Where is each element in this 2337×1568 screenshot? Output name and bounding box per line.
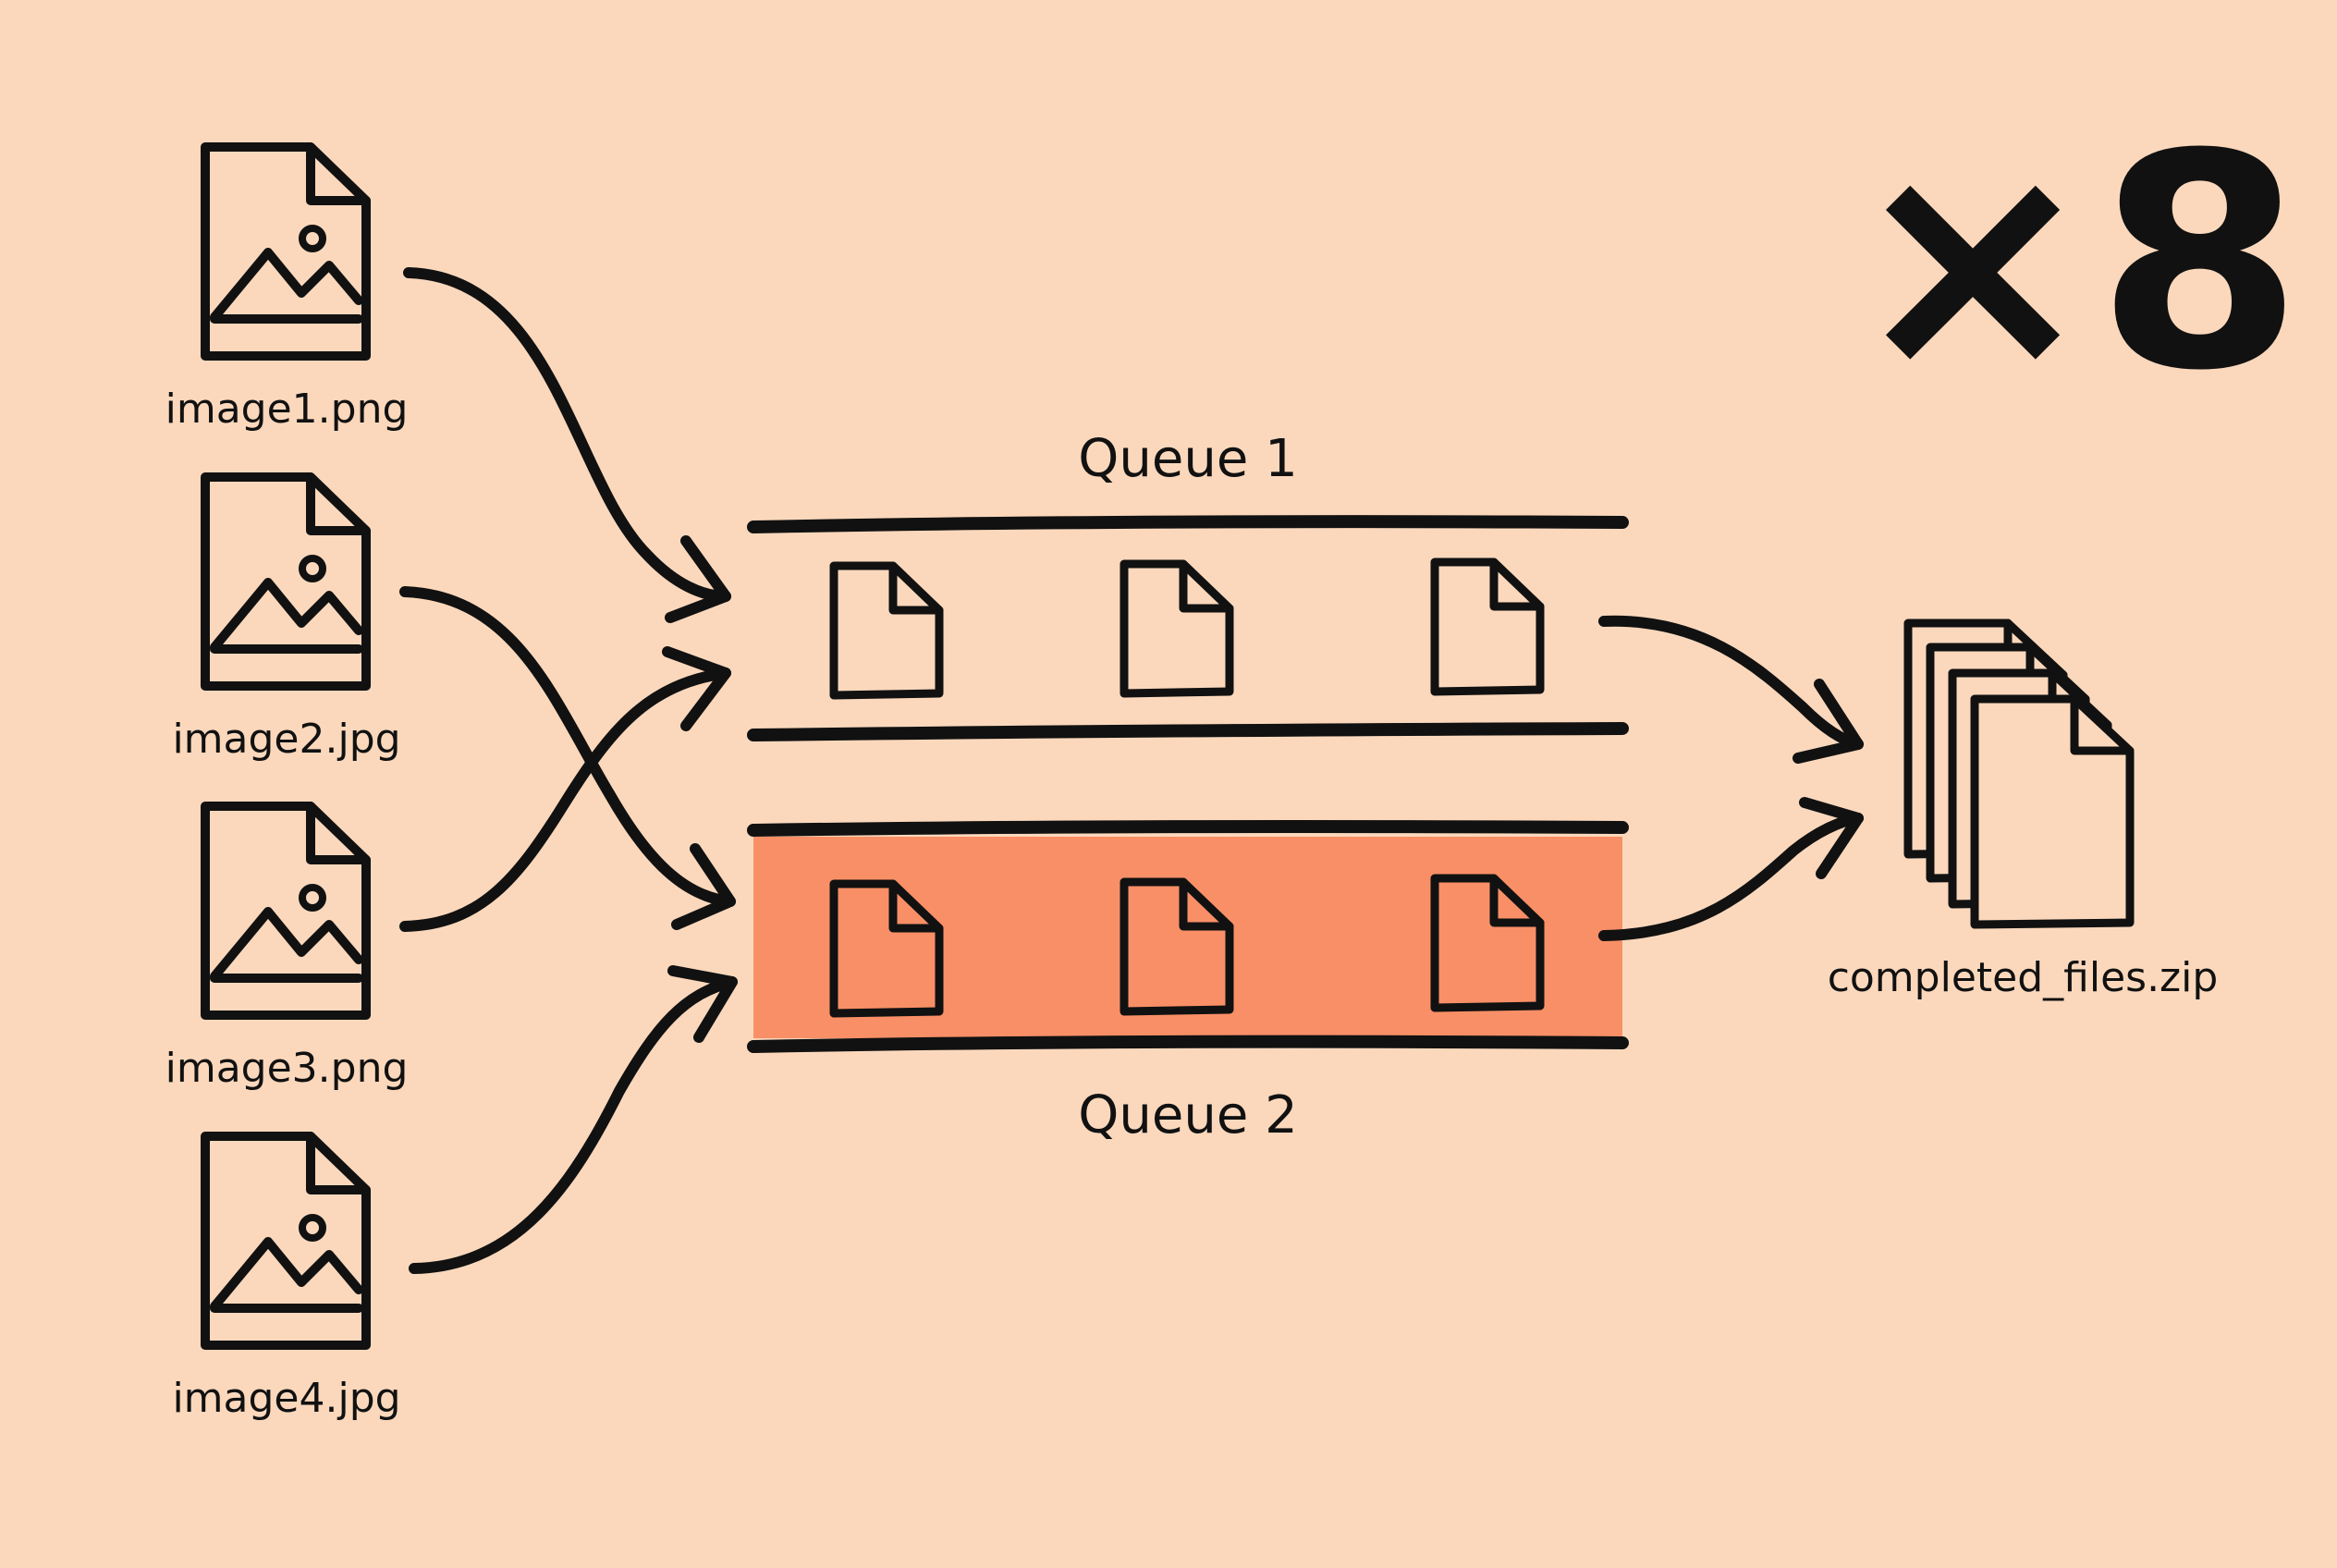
output-arrows [1598, 615, 1864, 941]
queue-1-bottom-rail [747, 722, 1629, 741]
input-file-3: image3.png [165, 802, 409, 1092]
queue-1-item-1 [829, 561, 944, 700]
arrow-image2-to-queue2 [399, 586, 736, 930]
queue-1-label: Queue 1 [1078, 429, 1297, 489]
output-files [1903, 619, 2135, 929]
queue-1: Queue 1 [747, 429, 1629, 741]
queue-2: Queue 2 [747, 820, 1629, 1145]
file-icon [1430, 557, 1545, 696]
image-file-icon [201, 802, 371, 1020]
arrow-queue2-to-output [1598, 797, 1864, 941]
image-file-icon [201, 472, 371, 691]
queue-2-top-rail [747, 820, 1629, 837]
file-icon [829, 879, 944, 1018]
file-icon [1430, 874, 1545, 1012]
file-icon [829, 561, 944, 700]
queue-1-item-2 [1120, 559, 1234, 698]
queue-2-item-3 [1430, 874, 1545, 1012]
file-icon [1120, 559, 1234, 698]
queue-1-top-rail [747, 515, 1629, 533]
queue-2-label: Queue 2 [1078, 1085, 1297, 1145]
input-file-1: image1.png [165, 142, 409, 433]
arrow-queue1-to-output [1598, 615, 1864, 764]
arrow-image1-to-queue1 [403, 267, 731, 623]
file-icon [1120, 877, 1234, 1016]
input-file-label: image3.png [165, 1045, 409, 1092]
queue-2-item-1 [829, 879, 944, 1018]
queue-1-item-3 [1430, 557, 1545, 696]
input-file-4: image4.jpg [172, 1132, 401, 1422]
queue-2-item-2 [1120, 877, 1234, 1016]
image-file-icon [201, 142, 371, 361]
image-file-icon [201, 1132, 371, 1350]
queue-2-bottom-rail [747, 1035, 1629, 1053]
stacked-files-icon [1903, 619, 2135, 929]
arrow-image3-to-queue1 [399, 646, 731, 932]
output-file-label: completed_files.zip [1828, 954, 2219, 1001]
multiplier-label: ×8 [1849, 92, 2303, 435]
input-file-label: image4.jpg [172, 1375, 400, 1422]
input-file-label: image1.png [165, 386, 409, 433]
arrow-image4-to-queue2 [409, 965, 738, 1274]
input-file-2: image2.jpg [172, 472, 401, 763]
input-file-label: image2.jpg [172, 716, 400, 763]
input-arrows [399, 267, 738, 1274]
input-files: image1.png image2.jpg image3.png [165, 142, 409, 1422]
